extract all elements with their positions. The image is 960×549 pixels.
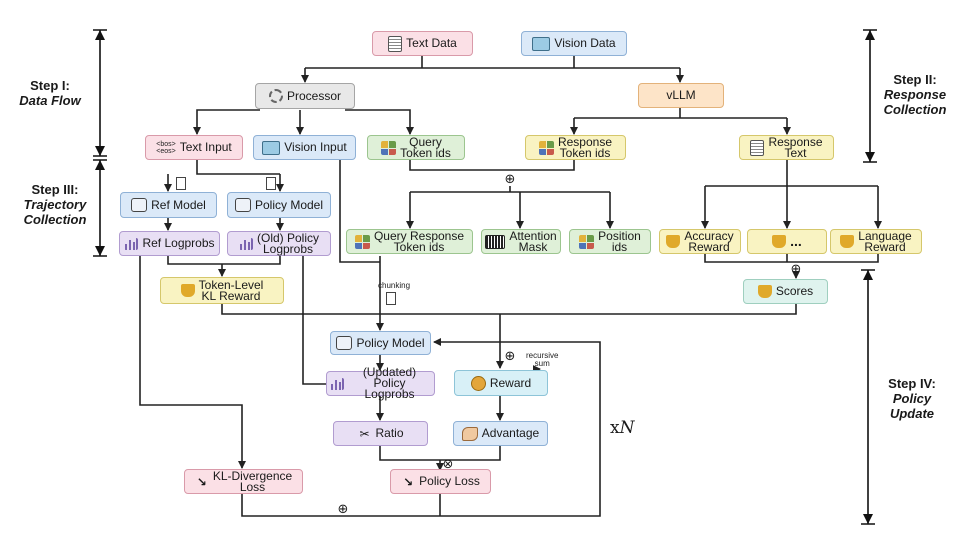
wire-merge-bus: [410, 186, 610, 193]
trend-down-icon: ↘: [196, 474, 207, 489]
step3-label: Step III: Trajectory Collection: [23, 182, 87, 227]
vllm-node: vLLM: [638, 83, 724, 108]
doc-icon: [388, 35, 403, 52]
tokens-icon: [579, 234, 595, 249]
ellipsis-reward-node: ...: [747, 229, 827, 254]
vision-data-node: Vision Data: [521, 31, 627, 56]
merge-plus-loss: ⊕: [337, 501, 349, 516]
doc-icon: [750, 139, 765, 156]
trophy-icon: [180, 284, 195, 297]
merge-plus-tokens: ⊕: [504, 171, 516, 186]
muscle-icon: [461, 426, 478, 441]
step4-arrow-up: [863, 270, 873, 280]
text-data-node: Text Data: [372, 31, 473, 56]
chunking-note: chunking: [378, 281, 411, 290]
query-token-ids-node: Query Token ids: [367, 135, 465, 160]
trophy-icon: [757, 285, 772, 298]
wire-responsetext-bus: [705, 160, 878, 187]
ratio-node: ✂ Ratio: [333, 421, 428, 446]
old-policy-logprobs-node: (Old) Policy Logprobs: [227, 231, 331, 256]
tokens-icon: [538, 140, 554, 155]
step2-label: Step II: Response Collection: [883, 72, 947, 117]
wire-logprobs-merge: [167, 256, 281, 276]
step2-arrow-up: [865, 30, 875, 40]
scores-node: Scores: [743, 279, 828, 304]
trophy-icon: [772, 235, 787, 248]
bars-icon: [238, 237, 253, 250]
wire-losses-merge: [241, 342, 601, 517]
merge-plus-scores: ⊕: [790, 261, 802, 276]
gear-icon: [268, 89, 283, 103]
query-response-token-ids-node: Query Response Token ids: [346, 229, 473, 254]
vision-input-node: Vision Input: [253, 135, 356, 160]
step3-arrow-up: [95, 160, 105, 170]
wire-ref-to-kl: [139, 256, 246, 469]
wire-klreward-to-reward: [221, 304, 797, 315]
ref-model-node: Ref Model: [120, 192, 217, 218]
token-level-kl-reward-node: Token-Level KL Reward: [160, 277, 284, 304]
bars-icon: [124, 237, 139, 250]
merge-times-loss: ⊗: [442, 456, 454, 471]
advantage-node: Advantage: [453, 421, 548, 446]
wire-old-logprobs-to-ratio: [302, 256, 326, 385]
ref-logprobs-node: Ref Logprobs: [119, 231, 220, 256]
repeat-n-label: xN: [610, 418, 635, 438]
accuracy-reward-node: Accuracy Reward: [659, 229, 741, 254]
chunk-icon: [386, 292, 396, 305]
position-ids-node: Position ids: [569, 229, 651, 254]
wire-query-down: [409, 160, 510, 171]
processor-node: Processor: [255, 83, 355, 109]
text-input-node: <bos> <eos> Text Input: [145, 135, 243, 160]
step1-label: Step I: Data Flow: [19, 78, 81, 108]
step4-label: Step IV: Policy Update: [888, 376, 936, 421]
attention-mask-node: Attention Mask: [481, 229, 561, 254]
step3-arrow-down: [95, 246, 105, 256]
wire-processor-textinput: [193, 109, 260, 135]
step4-arrow-down: [863, 514, 873, 524]
bos-eos-tokens: <bos> <eos>: [156, 140, 176, 155]
language-reward-node: Language Reward: [830, 229, 922, 254]
trend-down-icon: ↘: [403, 474, 414, 489]
split-icon-ref: [176, 177, 186, 190]
response-token-ids-node: Response Token ids: [525, 135, 626, 160]
reward-node: Reward: [454, 370, 548, 396]
policy-model-node: Policy Model: [330, 331, 431, 355]
wire-visioninput-side: [339, 158, 380, 263]
split-icon-policy: [266, 177, 276, 190]
wire-rewards-merge: [704, 254, 879, 278]
step1-arrow-up: [95, 30, 105, 40]
wire-responseids-down: [510, 160, 575, 171]
robot-icon: [131, 198, 148, 212]
medal-icon: [470, 375, 486, 391]
kl-divergence-loss-node: ↘ KL-Divergence Loss: [184, 469, 303, 494]
robot-icon: [336, 336, 353, 350]
bars-icon: [330, 377, 344, 390]
scissors-icon: ✂: [359, 426, 370, 441]
step2-arrow-down: [865, 152, 875, 162]
mask-icon: [485, 234, 506, 249]
step1-bracket: [93, 29, 107, 157]
tokens-icon: [354, 234, 370, 249]
updated-policy-logprobs-node: (Updated) Policy Logprobs: [326, 366, 435, 400]
merge-plus-reward: ⊕: [504, 348, 516, 363]
image-icon: [262, 140, 281, 155]
wire-textinput-down: [196, 160, 280, 175]
tokens-icon: [381, 140, 397, 155]
policy-model-top-node: Policy Model: [227, 192, 331, 218]
policy-loss-node: ↘ Policy Loss: [390, 469, 491, 494]
step1-arrow-down: [95, 146, 105, 156]
wire-processor-query: [345, 109, 414, 135]
trophy-icon: [840, 235, 855, 248]
wire-vllm-bus: [574, 108, 787, 119]
response-text-node: Response Text: [739, 135, 834, 160]
image-icon: [532, 36, 551, 51]
trophy-icon: [666, 235, 681, 248]
recursive-sum-note: recursive sum: [526, 351, 559, 368]
wire-ratio-adv-merge: [379, 446, 501, 470]
robot-icon: [234, 198, 251, 212]
